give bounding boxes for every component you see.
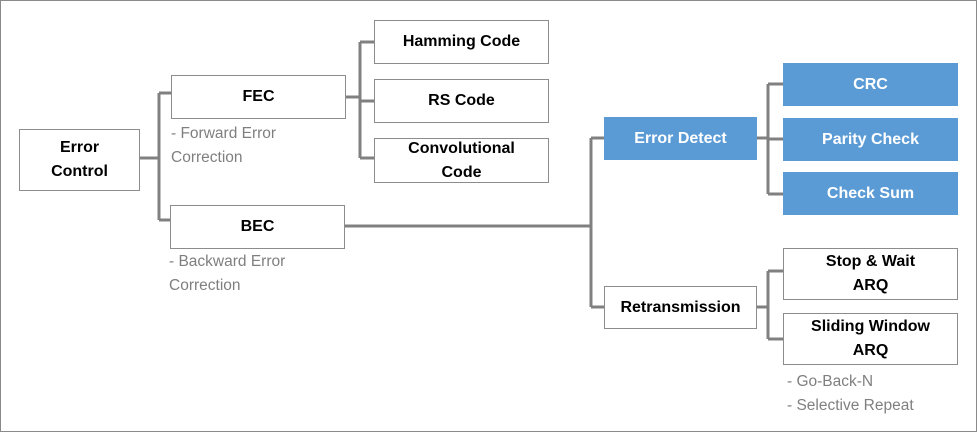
node-error-control: Error Control (19, 129, 140, 191)
node-hamming-code: Hamming Code (374, 20, 549, 64)
node-sliding-window-arq: Sliding Window ARQ (783, 313, 958, 365)
node-parity-check: Parity Check (783, 118, 958, 161)
node-error-detect: Error Detect (604, 117, 757, 160)
connector-fec (346, 40, 374, 160)
node-fec: FEC (171, 75, 346, 119)
node-convolutional-code: Convolutional Code (374, 138, 549, 183)
node-check-sum: Check Sum (783, 172, 958, 215)
node-rs-code: RS Code (374, 79, 549, 123)
node-crc: CRC (783, 63, 958, 106)
connector-error-detect (757, 82, 783, 196)
node-bec: BEC (170, 205, 345, 249)
note-fec: - Forward Error Correction (171, 125, 277, 166)
node-retransmission: Retransmission (604, 286, 757, 329)
connector-bec (345, 136, 604, 309)
connector-error-control (140, 91, 171, 222)
connector-retransmission (757, 269, 783, 341)
note-sliding-window: - Go-Back-N - Selective Repeat (787, 373, 914, 414)
node-stop-and-wait-arq: Stop & Wait ARQ (783, 248, 958, 300)
note-bec: - Backward Error Correction (169, 253, 286, 294)
